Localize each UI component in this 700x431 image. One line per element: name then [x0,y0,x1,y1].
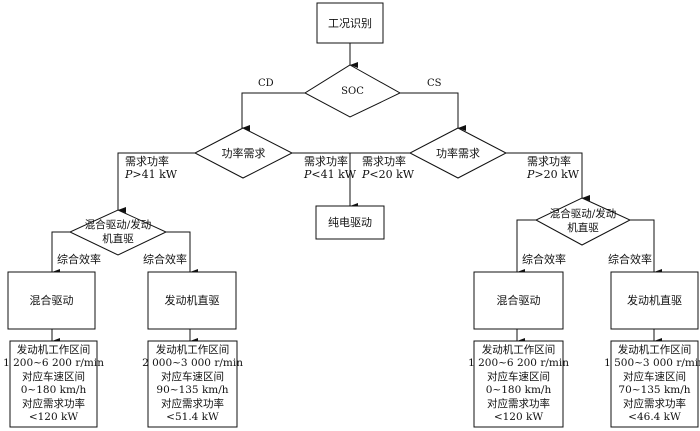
right-hybrid-details: 发动机工作区间 1 200~6 200 r/min 对应车速区间 0~180 k… [468,343,569,424]
left-engine-details: 发动机工作区间 2 000~3 000 r/min 对应车速区间 90~135 … [142,343,243,424]
left-engine-efficiency-label: 综合效率 [143,253,187,266]
left-hybrid-title: 混合驱动 [29,294,74,307]
right-hybrid-efficiency-label: 综合效率 [522,253,566,266]
start-node-label: 工况识别 [328,16,372,30]
pure-electric-label: 纯电驱动 [328,216,372,229]
left-mode-diamond [68,209,168,256]
right-hybrid-detail-box [473,340,564,428]
soc-diamond [304,64,402,118]
left-engine-title: 发动机直驱 [164,294,220,307]
right-mode-decision-label: 混合驱动/发动 机直驱 [549,208,617,234]
left-hybrid-details: 发动机工作区间 1 200~6 200 r/min 对应车速区间 0~180 k… [3,343,104,424]
left-engine-box [147,271,237,330]
soc-decision-label: SOC [341,85,364,97]
right-engine-box [610,271,699,330]
right-hybrid-title: 混合驱动 [496,294,541,307]
right-engine-detail-box [610,340,699,428]
cd-branch-label: CD [258,78,274,89]
right-engine-title: 发动机直驱 [627,294,682,307]
start-box [316,2,384,44]
pure-electric-box [315,205,385,240]
cd-power-diamond [193,127,294,179]
left-mode-decision-label: 混合驱动/发动 机直驱 [84,219,152,245]
cs-branch-label: CS [427,78,442,89]
right-hybrid-box [473,271,564,330]
left-engine-detail-box [147,340,238,428]
right-engine-efficiency-label: 综合效率 [608,253,652,266]
right-engine-details: 发动机工作区间 1 500~3 000 r/min 对应车速区间 70~135 … [604,343,700,424]
left-hybrid-box [7,271,96,330]
left-hybrid-detail-box [9,340,98,428]
cs-power-decision-label: 功率需求 [436,146,480,160]
left-hybrid-efficiency-label: 综合效率 [57,253,101,266]
right-mode-diamond [534,197,632,246]
cd-power-decision-label: 功率需求 [221,146,266,160]
cs-power-diamond [408,127,508,179]
